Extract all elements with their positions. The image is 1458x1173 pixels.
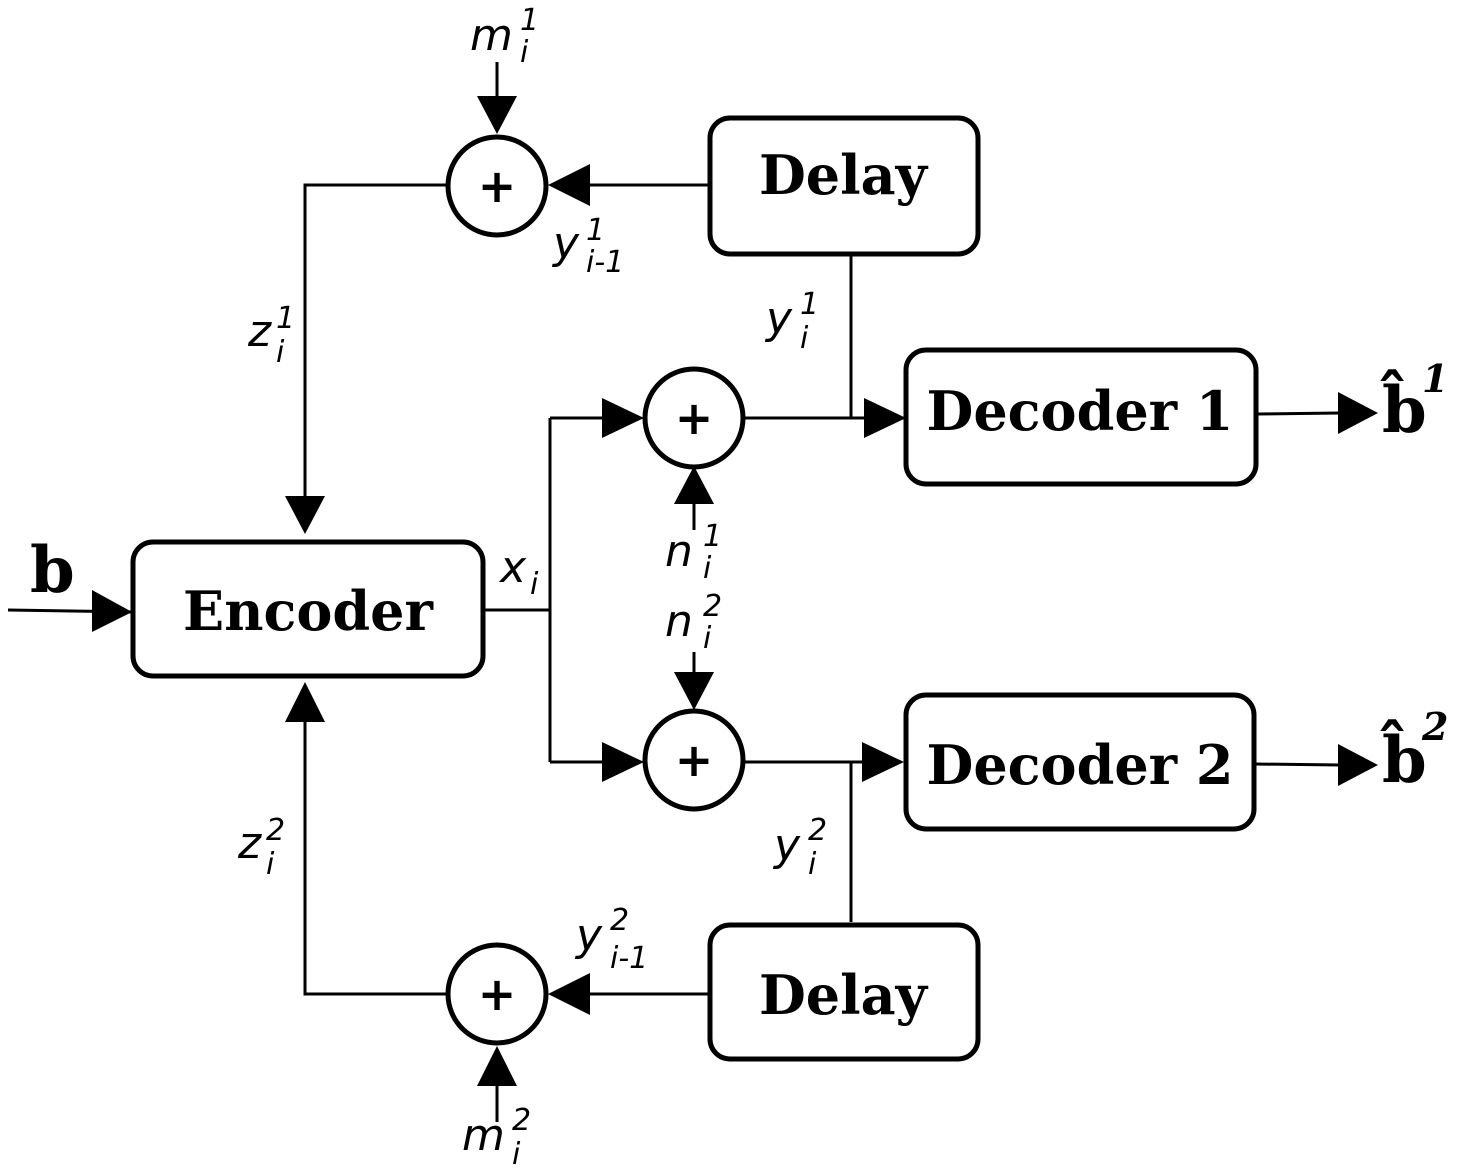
label-m1-base: m bbox=[470, 10, 513, 61]
arrow-to-adder-m1 bbox=[548, 164, 590, 206]
label-x: x i bbox=[498, 542, 539, 602]
arrow-decoder1-output bbox=[1338, 392, 1378, 434]
arrow-n2 bbox=[674, 672, 714, 710]
arrow-to-adder-n2 bbox=[602, 742, 644, 782]
label-y2-prev-base: y bbox=[574, 910, 603, 961]
delay-bottom-label: Delay bbox=[759, 963, 929, 1027]
label-y1-base: y bbox=[764, 293, 793, 344]
label-out2: b̂ 2 bbox=[1380, 704, 1448, 798]
label-z2-base: z bbox=[237, 818, 262, 869]
label-y2: y 2 i bbox=[772, 813, 827, 882]
adder-m2-plus: + bbox=[478, 967, 517, 1021]
arrow-z2 bbox=[285, 682, 325, 722]
arrow-to-decoder1 bbox=[864, 398, 906, 438]
label-out2-base: b̂ bbox=[1380, 719, 1427, 798]
label-y1-sub: i bbox=[800, 321, 809, 356]
label-m2-base: m bbox=[462, 1110, 505, 1161]
label-z2-sub: i bbox=[266, 847, 275, 882]
label-m1: m 1 i bbox=[470, 3, 539, 70]
adder-n2-plus: + bbox=[675, 733, 714, 787]
label-y1: y 1 i bbox=[764, 287, 819, 356]
label-y2-prev-sub: i-1 bbox=[610, 941, 648, 976]
label-m1-sub: i bbox=[520, 35, 529, 70]
encoder-block: Encoder bbox=[130, 539, 486, 679]
label-m2-sub: i bbox=[512, 1137, 521, 1172]
label-out1-base: b̂ bbox=[1380, 369, 1427, 448]
label-out2-sup: 2 bbox=[1421, 704, 1448, 749]
arrow-m1 bbox=[477, 96, 517, 134]
arrow-m2 bbox=[477, 1046, 517, 1086]
arrow-input bbox=[92, 590, 132, 632]
label-z1-sup: 1 bbox=[276, 301, 295, 336]
adder-n1-plus: + bbox=[675, 391, 714, 445]
label-n2: n 2 i bbox=[665, 589, 722, 656]
label-y1-prev-base: y bbox=[551, 218, 580, 269]
label-n1: n 1 i bbox=[665, 519, 722, 586]
label-m2: m 2 i bbox=[462, 1103, 531, 1172]
label-y1-prev-sub: i-1 bbox=[586, 245, 624, 280]
label-m1-sup: 1 bbox=[520, 3, 539, 38]
arrow-z1 bbox=[285, 496, 325, 534]
wire-decoder2-output bbox=[1253, 762, 1341, 767]
label-y2-sup: 2 bbox=[808, 813, 827, 848]
adder-n1: + bbox=[642, 366, 746, 470]
label-y1-sup: 1 bbox=[800, 287, 819, 322]
adder-m2: + bbox=[445, 942, 549, 1046]
decoder2-label: Decoder 2 bbox=[926, 733, 1233, 797]
label-y1-prev: y 1 i-1 bbox=[551, 213, 624, 280]
label-n2-sup: 2 bbox=[703, 589, 722, 624]
arrow-to-adder-n1 bbox=[602, 398, 644, 438]
arrow-to-decoder2 bbox=[862, 742, 904, 782]
adder-n2: + bbox=[642, 708, 746, 812]
label-y1-prev-sup: 1 bbox=[586, 213, 605, 248]
label-y2-base: y bbox=[772, 820, 801, 871]
arrow-to-adder-m2 bbox=[548, 973, 590, 1015]
delay-top-label: Delay bbox=[759, 143, 929, 207]
delay-top-block: Delay bbox=[707, 115, 981, 257]
label-out1: b̂ 1 bbox=[1380, 356, 1448, 448]
label-y2-sub: i bbox=[808, 847, 817, 882]
wire-z1 bbox=[303, 183, 447, 500]
label-n1-sup: 1 bbox=[703, 519, 722, 554]
label-n1-base: n bbox=[665, 526, 693, 577]
encoder-label: Encoder bbox=[183, 579, 433, 643]
arrow-decoder2-output bbox=[1338, 744, 1378, 786]
label-n2-base: n bbox=[665, 596, 693, 647]
wire-z2 bbox=[303, 720, 447, 996]
label-out1-sup: 1 bbox=[1422, 356, 1448, 401]
wire-decoder1-output bbox=[1255, 411, 1341, 416]
arrow-n1 bbox=[674, 466, 714, 504]
label-x-sub: i bbox=[530, 567, 539, 602]
label-z2: z 2 i bbox=[237, 813, 285, 882]
decoder2-block: Decoder 2 bbox=[903, 692, 1257, 832]
delay-bottom-block: Delay bbox=[707, 922, 981, 1062]
decoder1-label: Decoder 1 bbox=[926, 379, 1233, 443]
adder-m1: + bbox=[445, 134, 549, 238]
label-n2-sub: i bbox=[703, 621, 712, 656]
label-y2-prev: y 2 i-1 bbox=[574, 903, 648, 976]
label-input-b: b bbox=[30, 533, 75, 608]
label-y2-prev-sup: 2 bbox=[610, 903, 629, 938]
label-n1-sub: i bbox=[703, 551, 712, 586]
label-z2-sup: 2 bbox=[266, 813, 285, 848]
label-x-base: x bbox=[498, 542, 527, 593]
adder-m1-plus: + bbox=[478, 159, 517, 213]
label-z1: z 1 i bbox=[247, 301, 295, 370]
label-m2-sup: 2 bbox=[512, 1103, 531, 1138]
decoder1-block: Decoder 1 bbox=[903, 347, 1259, 487]
label-z1-base: z bbox=[247, 306, 272, 357]
wires bbox=[7, 62, 1378, 1122]
label-z1-sub: i bbox=[276, 335, 285, 370]
